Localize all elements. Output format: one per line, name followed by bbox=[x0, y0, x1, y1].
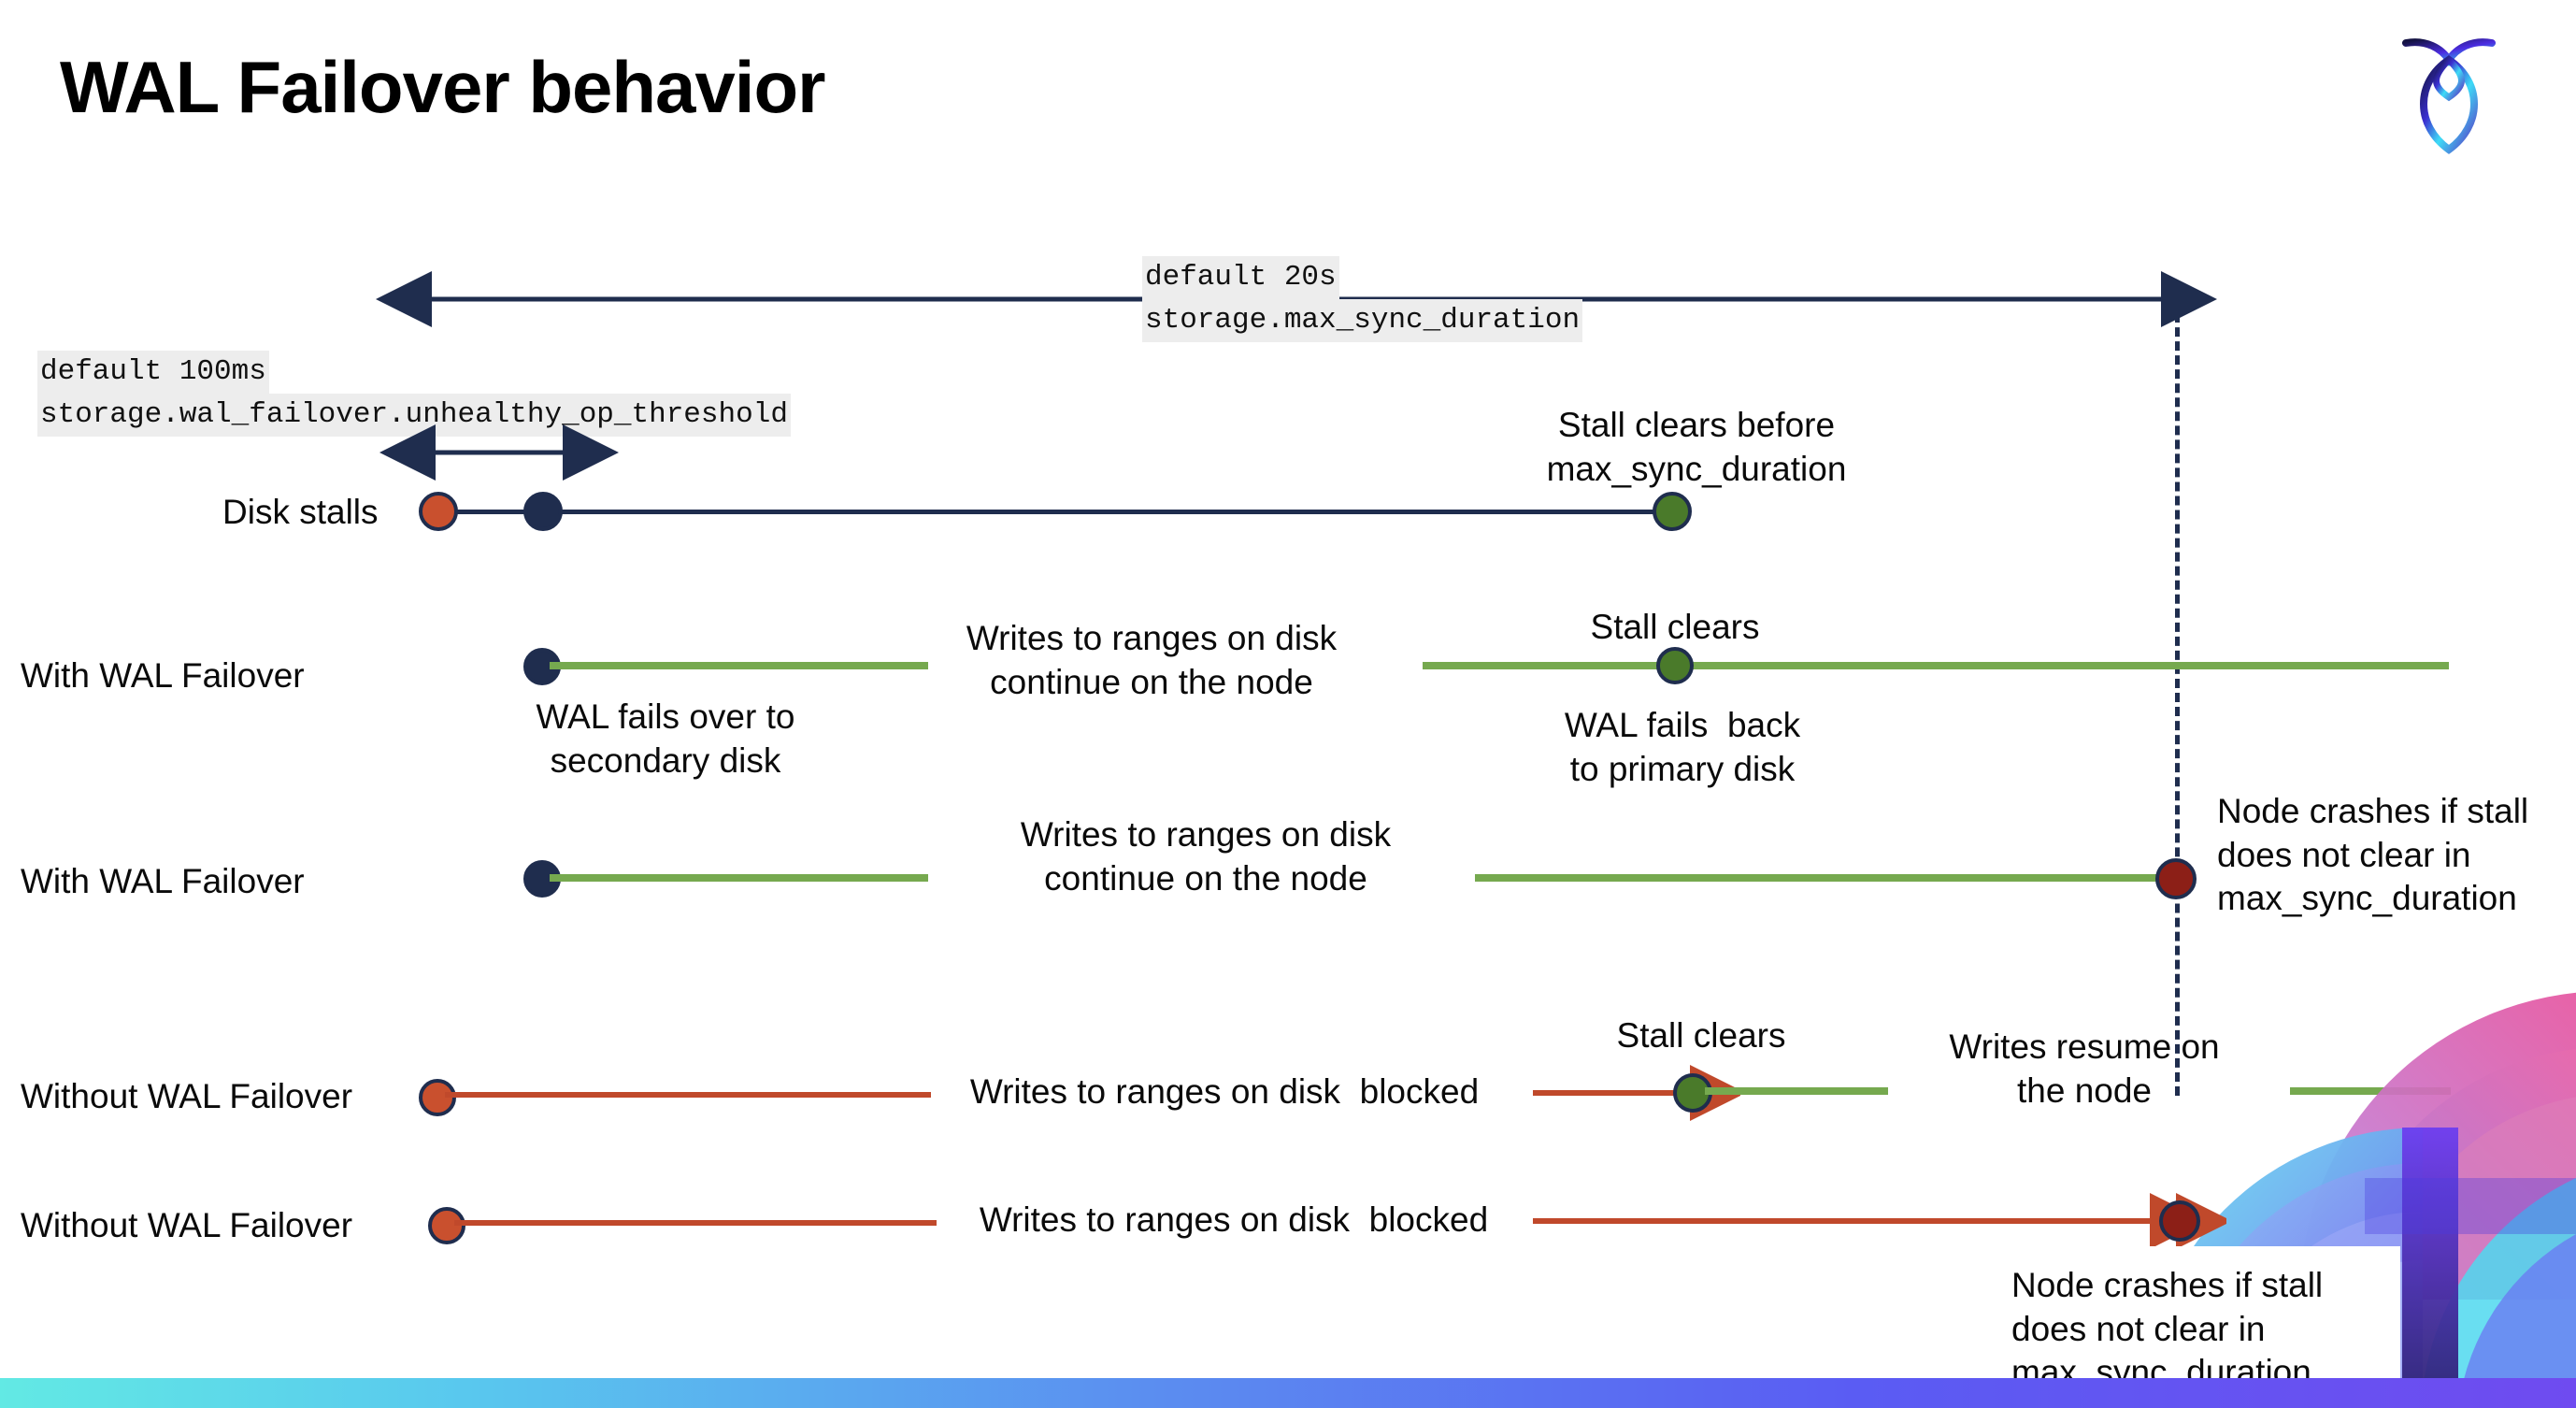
annotation-writes-resume: Writes resume on the node bbox=[1949, 1027, 2220, 1110]
blocked-segment-a-row5 bbox=[454, 1220, 937, 1226]
row-label-without-wal-failover-2: Without WAL Failover bbox=[21, 1206, 353, 1244]
dashed-guideline-icon bbox=[2175, 299, 2180, 1096]
disk-stall-start-dot bbox=[419, 492, 458, 531]
page-title: WAL Failover behavior bbox=[60, 46, 825, 128]
cockroachdb-logo bbox=[2393, 28, 2505, 159]
failover-segment-a-row3 bbox=[550, 874, 928, 882]
wal-failover-trigger-dot bbox=[523, 492, 563, 531]
unhealthy-op-threshold-span-arrow bbox=[379, 424, 619, 481]
blocked-segment-b-row5 bbox=[1533, 1201, 2178, 1243]
annotation-node-crashes-row5: Node crashes if stall does not clear in … bbox=[2011, 1266, 2324, 1392]
stall-clears-dot-row1 bbox=[1653, 492, 1692, 531]
annotation-stall-clears-row2: Stall clears bbox=[1590, 608, 1760, 646]
annotation-wal-fails-back: WAL fails back to primary disk bbox=[1564, 706, 1801, 788]
row-label-disk-stalls: Disk stalls bbox=[222, 493, 379, 531]
node-crash-dot-row5 bbox=[2159, 1200, 2200, 1242]
bottom-gradient-bar bbox=[0, 1378, 2576, 1408]
writes-resume-segment-row4 bbox=[1705, 1087, 1888, 1095]
max-sync-default-value: default 20s bbox=[1142, 256, 1339, 300]
max-sync-setting-name: storage.max_sync_duration bbox=[1142, 299, 1583, 343]
max-sync-duration-callout: default 20s storage.max_sync_duration bbox=[1142, 256, 1583, 343]
unhealthy-default-value: default 100ms bbox=[37, 351, 269, 395]
stall-clears-dot-row4 bbox=[1673, 1073, 1712, 1113]
blocked-segment-a-row4 bbox=[445, 1092, 931, 1098]
unhealthy-setting-name: storage.wal_failover.unhealthy_op_thresh… bbox=[37, 394, 791, 438]
node-crash-dot-row3 bbox=[2155, 858, 2197, 899]
unhealthy-op-threshold-callout: default 100ms storage.wal_failover.unhea… bbox=[37, 351, 791, 438]
failover-segment-b-row2 bbox=[1423, 662, 2449, 669]
row-label-without-wal-failover-1: Without WAL Failover bbox=[21, 1077, 353, 1115]
annotation-writes-blocked-row4: Writes to ranges on disk blocked bbox=[969, 1072, 1480, 1111]
annotation-stall-clears-before: Stall clears before max_sync_duration bbox=[1546, 406, 1847, 488]
disk-stalls-timeline bbox=[439, 510, 1675, 514]
writes-resume-segment-far-row4 bbox=[2290, 1087, 2451, 1095]
blocked-segment-b-row4 bbox=[1533, 1073, 1720, 1114]
failover-segment-b-row3 bbox=[1475, 874, 2170, 882]
disk-stall-start-dot-row5 bbox=[428, 1207, 465, 1244]
annotation-node-crashes-row3: Node crashes if stall does not clear in … bbox=[2217, 792, 2529, 918]
annotation-stall-clears-row4: Stall clears bbox=[1616, 1016, 1786, 1055]
row-label-with-wal-failover-1: With WAL Failover bbox=[21, 656, 305, 695]
annotation-wal-fails-over: WAL fails over to secondary disk bbox=[536, 697, 795, 780]
stall-clears-dot-row2 bbox=[1656, 647, 1694, 684]
row-label-with-wal-failover-2: With WAL Failover bbox=[21, 862, 305, 900]
annotation-writes-continue-row2: Writes to ranges on disk continue on the… bbox=[966, 619, 1338, 701]
annotation-writes-continue-row3: Writes to ranges on disk continue on the… bbox=[1020, 815, 1392, 898]
annotation-writes-blocked-row5: Writes to ranges on disk blocked bbox=[979, 1200, 1489, 1239]
disk-stall-start-dot-row4 bbox=[419, 1079, 456, 1116]
failover-segment-a-row2 bbox=[550, 662, 928, 669]
